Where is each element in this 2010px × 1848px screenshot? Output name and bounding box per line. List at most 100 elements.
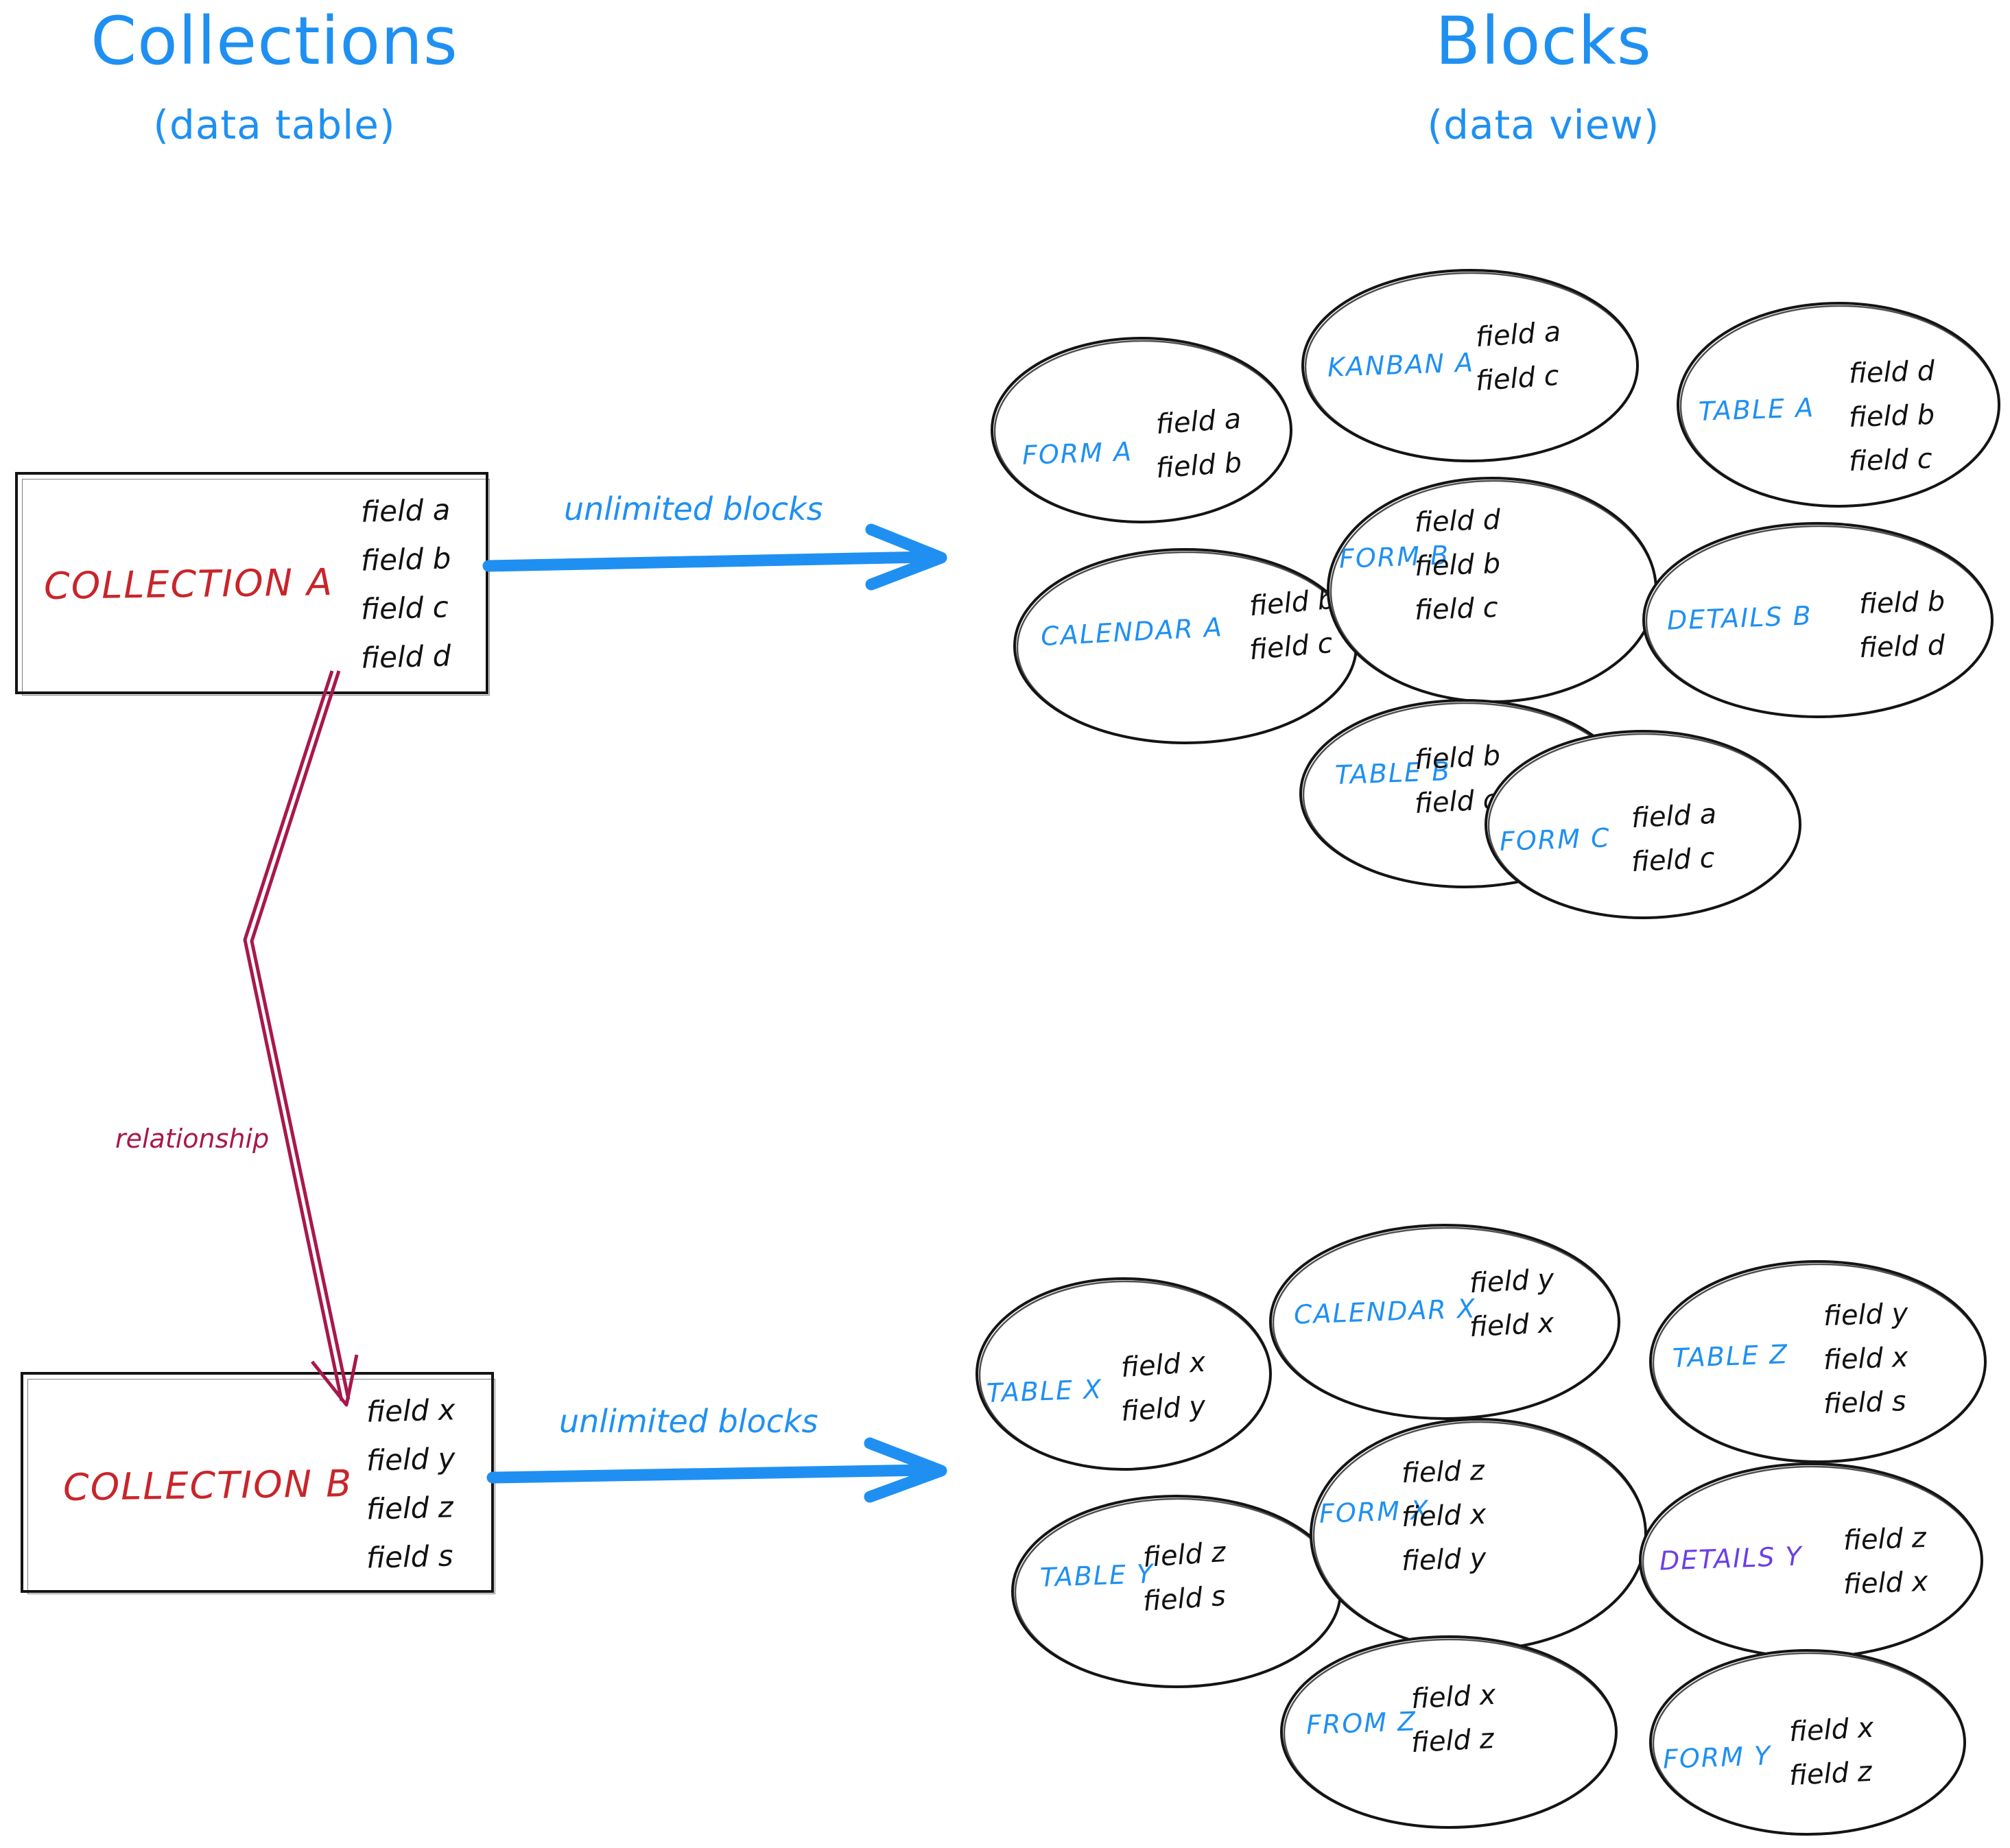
collection-b-fields: field x field y field z field s [366,1393,456,1575]
block-field: field c [1630,842,1716,879]
block-label: DETAILS B [1666,600,1813,636]
block-field: field x [1410,1679,1497,1716]
relationship-label: relationship [115,1124,270,1154]
block-field: field b [1155,447,1243,485]
block-field: field c [1414,591,1499,627]
ellipse-shape [1301,269,1639,462]
ellipse-shape [1642,522,1994,718]
collection-a-field: field d [360,639,451,675]
block-fields: field b field d [1858,581,1946,669]
block-field: field a [1474,316,1562,354]
block-fields: field d field b field c [1848,351,1935,482]
block-fields: field a field c [1474,313,1562,401]
block-ellipse-form-x[interactable]: FORM X field z field x field y [1307,1414,1650,1655]
block-field: field x [1468,1307,1555,1344]
block-ellipse-form-y[interactable]: FORM Y field x field z [1646,1646,1969,1838]
block-fields: field d field b field c [1414,499,1501,631]
block-field: field b [1414,547,1501,583]
collection-a-fields: field a field b field c field d [360,493,451,675]
block-label: TABLE Z [1672,1339,1789,1373]
block-ellipse-calendar-a[interactable]: CALENDAR A field b field c [1010,545,1360,748]
block-field: field s [1823,1385,1907,1421]
collection-b-field: field y [366,1441,456,1478]
block-label: FORM C [1499,822,1611,857]
block-fields: field x field y [1120,1343,1207,1431]
collection-b-field: field x [366,1393,456,1429]
block-ellipse-form-a[interactable]: FORM A field a field b [988,334,1295,526]
block-label: CALENDAR X [1293,1293,1477,1330]
block-field: field z [1843,1521,1927,1557]
block-label: TABLE A [1698,392,1815,427]
arrow-unlimited-blocks-bottom [486,1437,947,1503]
block-field: field s [1142,1580,1227,1618]
block-fields: field x field z [1410,1675,1497,1763]
block-field: field x [1843,1565,1929,1601]
block-ellipse-calendar-x[interactable]: CALENDAR X field y field x [1266,1221,1623,1423]
block-field: field z [1410,1722,1495,1760]
block-ellipse-kanban-a[interactable]: KANBAN A field a field c [1299,266,1642,465]
block-ellipse-form-b[interactable]: FORM B field d field b field c [1324,473,1660,707]
arrow-label-unlimited-blocks-bottom: unlimited blocks [559,1403,818,1440]
collection-b-name: COLLECTION B [62,1462,353,1509]
block-field: field b [1858,585,1946,621]
block-field: field b [1848,399,1935,434]
block-fields: field y field x [1468,1259,1555,1347]
block-ellipse-table-a[interactable]: TABLE A field d field b field c [1674,298,2003,511]
relationship-connector [243,670,359,1407]
block-label: FORM Y [1662,1740,1772,1775]
block-ellipse-table-x[interactable]: TABLE X field x field y [973,1275,1275,1473]
block-field: field x [1120,1346,1207,1384]
ellipse-shape [1485,730,1801,919]
block-ellipse-table-z[interactable]: TABLE Z field y field x field s [1646,1257,1989,1467]
block-label: DETAILS Y [1659,1541,1804,1576]
block-field: field a [1630,798,1718,835]
block-field: field y [1823,1297,1909,1333]
block-fields: field x field z [1788,1708,1875,1796]
page-title-collections: Collections [91,3,458,80]
block-field: field x [1788,1711,1875,1749]
collection-a-box[interactable]: COLLECTION A field a field b field c fie… [15,472,490,696]
block-field: field x [1823,1341,1909,1377]
collection-a-field: field a [360,493,451,529]
block-field: field z [1142,1536,1227,1574]
block-label: TABLE Y [1039,1559,1155,1593]
block-ellipse-details-y[interactable]: DETAILS Y field z field x [1636,1460,1986,1662]
collection-a-field: field b [360,541,451,578]
collection-a-name: COLLECTION A [43,560,334,608]
ellipse-shape [1649,1260,1987,1463]
block-field: field z [1401,1454,1485,1490]
collection-b-field: field s [366,1539,454,1575]
block-ellipse-details-b[interactable]: DETAILS B field b field d [1640,519,1996,722]
ellipse-shape [1013,548,1358,744]
ellipse-shape [1269,1224,1620,1420]
block-field: field c [1248,627,1334,667]
collection-b-box[interactable]: COLLECTION B field x field y field z fie… [21,1372,495,1594]
block-label: FROM Z [1305,1706,1417,1740]
block-fields: field b field c [1248,581,1336,669]
block-field: field z [1788,1755,1873,1792]
block-ellipse-form-c[interactable]: FORM C field a field c [1482,727,1804,923]
ellipse-shape [1649,1649,1966,1836]
block-fields: field z field x field y [1401,1450,1487,1582]
block-field: field y [1120,1390,1207,1428]
block-fields: field a field c [1630,794,1718,882]
block-label: KANBAN A [1327,347,1475,383]
page-title-blocks: Blocks [1435,3,1652,80]
block-fields: field z field s [1142,1533,1227,1621]
ellipse-shape [991,337,1292,523]
block-fields: field y field x field s [1823,1293,1908,1425]
block-field: field y [1468,1263,1555,1300]
block-field: field d [1414,504,1501,539]
block-label: TABLE X [986,1374,1103,1408]
block-fields: field a field b [1155,400,1243,488]
arrow-unlimited-blocks-top [482,523,947,591]
block-field: field a [1155,403,1242,441]
ellipse-shape [1280,1635,1618,1829]
page-subtitle-collections: (data table) [153,102,396,148]
block-field: field x [1401,1498,1487,1534]
page-subtitle-blocks: (data view) [1427,102,1660,148]
block-ellipse-from-z[interactable]: FROM Z field x field z [1277,1633,1620,1832]
ellipse-shape [976,1277,1272,1471]
block-field: field c [1848,442,1933,478]
